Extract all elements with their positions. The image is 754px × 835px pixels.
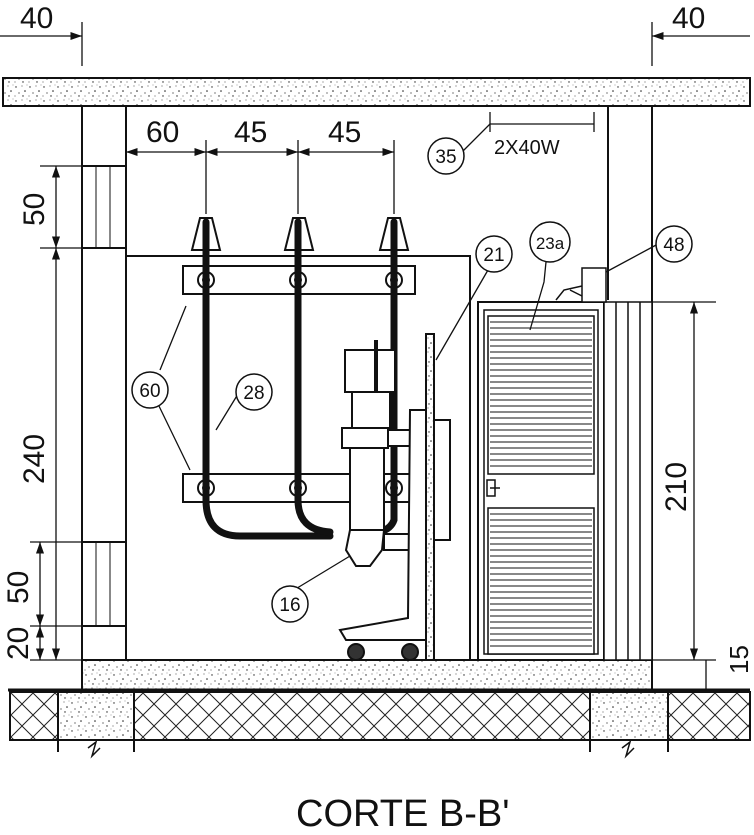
svg-text:35: 35 xyxy=(435,147,456,168)
dim-floor-step: 15 xyxy=(724,645,754,674)
dimension-lines xyxy=(0,22,750,691)
callout-21: 21 xyxy=(475,235,513,273)
lower-vent xyxy=(81,541,127,627)
dim-upper-opening: 50 xyxy=(18,193,51,226)
callout-23a: 23a xyxy=(529,221,571,263)
upper-vent xyxy=(81,165,127,249)
dim-lower-opening: 50 xyxy=(2,571,35,604)
dim-spacing-3: 45 xyxy=(328,116,361,149)
dim-spacing-2: 45 xyxy=(234,116,267,149)
callout-48: 48 xyxy=(655,225,693,263)
dim-wall-left: 40 xyxy=(20,2,53,35)
dim-main-height: 240 xyxy=(18,434,51,484)
dim-wall-right: 40 xyxy=(672,2,705,35)
svg-text:16: 16 xyxy=(279,595,300,616)
light-fixture xyxy=(555,267,607,303)
partition-panel xyxy=(425,333,435,661)
callout-16: 16 xyxy=(271,585,309,623)
svg-text:23a: 23a xyxy=(536,234,565,253)
roof-slab xyxy=(2,77,751,107)
dim-spacing-1: 60 xyxy=(146,116,179,149)
svg-text:21: 21 xyxy=(483,245,504,266)
foundation xyxy=(9,691,751,759)
cable-phase-2 xyxy=(294,218,334,536)
svg-text:48: 48 xyxy=(663,235,684,256)
svg-text:60: 60 xyxy=(139,381,160,402)
dim-base-height: 20 xyxy=(2,627,35,660)
cable-phase-1 xyxy=(202,218,334,540)
callout-28: 28 xyxy=(235,373,273,411)
cubicle-outline xyxy=(126,255,471,660)
floor-slab xyxy=(81,659,653,691)
callout-35: 35 xyxy=(427,137,465,175)
dim-lighting: 2X40W xyxy=(494,137,560,159)
section-title: CORTE B-B' xyxy=(296,793,509,835)
ventilation-door xyxy=(477,301,653,661)
svg-text:28: 28 xyxy=(243,383,264,404)
dim-door-height: 210 xyxy=(660,462,693,512)
callout-60: 60 xyxy=(131,371,169,409)
